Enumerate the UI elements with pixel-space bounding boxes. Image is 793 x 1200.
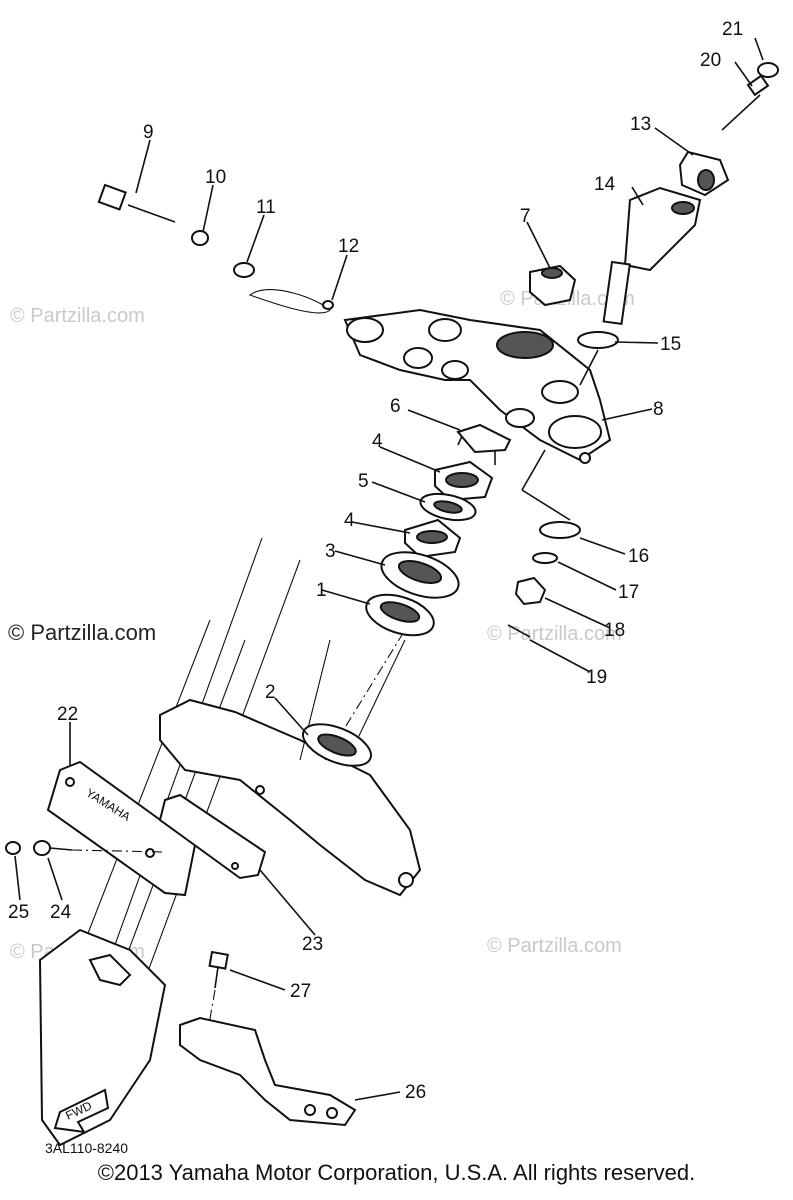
part-25-cap: [5, 841, 21, 855]
part-6-lock-washer: [456, 423, 512, 465]
label-9: 9: [143, 122, 154, 143]
part-22-emblem-plate: YAMAHA: [46, 760, 197, 897]
watermark-right-mid: © Partzilla.com: [487, 623, 622, 645]
part-number-labels: 1 2 3 4 4 5 6 7 8 9 10 11 12 13 14 15 16…: [8, 19, 743, 1103]
label-21: 21: [722, 19, 743, 40]
label-8: 8: [653, 399, 664, 420]
part-15-washer: [577, 331, 619, 349]
label-10: 10: [205, 167, 226, 188]
watermark-right-bottom: © Partzilla.com: [487, 935, 622, 957]
label-14: 14: [594, 174, 616, 195]
label-12: 12: [338, 236, 359, 257]
label-15: 15: [660, 334, 681, 355]
part-10-lock-washer: [191, 230, 209, 246]
part-16-washer: [539, 521, 581, 539]
part-11-washer: [233, 262, 255, 278]
watermark-primary: © Partzilla.com: [8, 620, 156, 645]
label-6: 6: [390, 396, 401, 417]
part-23-bracket: [158, 793, 267, 880]
part-21-cap: [757, 62, 779, 78]
part-13-holder-cap: [678, 150, 730, 197]
frame-front-plate: [38, 928, 167, 1147]
part-4-ring-nut-lower: [404, 518, 462, 559]
part-5-washer: [419, 492, 477, 522]
label-17: 17: [618, 582, 639, 603]
label-2: 2: [265, 682, 276, 703]
part-7-stem-nut: [529, 264, 577, 307]
copyright-notice: ©2013 Yamaha Motor Corporation, U.S.A. A…: [97, 1160, 696, 1185]
part-12-clip: [248, 289, 334, 314]
label-5: 5: [358, 471, 369, 492]
part-26-guard: [179, 1016, 357, 1127]
upper-bracket: [343, 308, 612, 464]
watermark-left: © Partzilla.com: [10, 305, 145, 327]
part-3-bearing-cover: [380, 551, 460, 599]
leader-lines: [14, 37, 764, 1101]
part-24-screw: [33, 840, 166, 856]
part-27-bolt: [207, 950, 229, 1031]
label-25: 25: [8, 902, 29, 923]
label-20: 20: [700, 50, 721, 71]
part-1-bearing: [365, 593, 435, 637]
part-19-cotter-pin: [507, 624, 531, 638]
part-20-bolt: [721, 74, 770, 131]
diagram-code: 3AL110-8240: [45, 1140, 128, 1156]
label-22: 22: [57, 704, 78, 725]
label-18: 18: [604, 620, 625, 641]
label-4-upper: 4: [372, 431, 383, 452]
part-9-bolt: [97, 183, 176, 223]
label-24: 24: [50, 902, 72, 923]
part-2-bearing: [302, 723, 372, 767]
label-13: 13: [630, 114, 651, 135]
label-19: 19: [586, 667, 607, 688]
label-1: 1: [316, 580, 327, 601]
under-bracket: [159, 629, 422, 897]
part-17-lock-washer: [532, 552, 558, 564]
part-18-nut: [514, 576, 547, 606]
label-3: 3: [325, 541, 336, 562]
label-23: 23: [302, 934, 323, 955]
label-11: 11: [256, 197, 276, 218]
label-4-lower: 4: [344, 510, 355, 531]
label-7: 7: [520, 206, 531, 227]
label-16: 16: [628, 546, 649, 567]
part-14-handlebar-holder: [602, 186, 702, 326]
part-4-ring-nut-upper: [434, 460, 494, 502]
label-26: 26: [405, 1082, 426, 1103]
label-27: 27: [290, 981, 311, 1002]
